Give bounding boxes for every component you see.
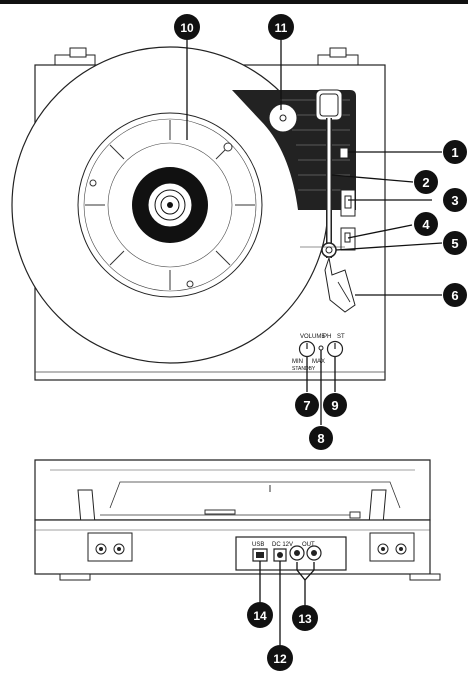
svg-text:13: 13 <box>298 612 312 626</box>
callout-8: 8 <box>309 426 333 450</box>
svg-text:10: 10 <box>180 21 194 35</box>
top-view: VOLUME PH ST MIN STANDBY MAX <box>11 46 386 381</box>
callout-9: 9 <box>323 393 347 417</box>
svg-text:2: 2 <box>422 175 429 190</box>
callout-12: 12 <box>267 645 293 671</box>
rear-view: USB DC 12V OUT <box>34 459 441 581</box>
usb-label: USB <box>252 542 264 548</box>
right-hinge-plate <box>369 532 415 562</box>
speed-ph-label: PH <box>323 334 331 340</box>
header-rule <box>0 0 468 4</box>
callouts: 1 2 3 4 5 6 7 8 9 10 11 12 13 14 <box>174 14 467 671</box>
callout-4: 4 <box>414 212 438 236</box>
svg-text:7: 7 <box>303 398 310 413</box>
svg-text:12: 12 <box>273 652 287 666</box>
dc-label: DC 12V <box>272 542 293 548</box>
svg-text:6: 6 <box>451 288 458 303</box>
strobe-marks <box>85 120 255 290</box>
speed-st-label: ST <box>337 334 345 340</box>
out-label: OUT <box>302 542 315 548</box>
svg-text:9: 9 <box>331 398 338 413</box>
power-indicator <box>318 345 324 351</box>
svg-text:11: 11 <box>275 21 288 35</box>
max-label: MAX <box>312 359 325 365</box>
left-hinge-plate <box>87 532 133 562</box>
callout-7: 7 <box>295 393 319 417</box>
svg-text:5: 5 <box>451 236 458 251</box>
svg-text:3: 3 <box>451 193 458 208</box>
standby-label: STANDBY <box>292 366 316 372</box>
spindle <box>167 202 173 208</box>
leader-lines <box>186 40 443 645</box>
callout-11: 11 <box>268 14 294 40</box>
svg-text:8: 8 <box>317 431 324 446</box>
volume-label: VOLUME <box>300 334 325 340</box>
left-hinge <box>54 47 96 66</box>
callout-3: 3 <box>443 188 467 212</box>
svg-text:4: 4 <box>422 217 430 232</box>
callout-13: 13 <box>292 605 318 631</box>
right-hinge <box>317 47 359 66</box>
rear-base <box>34 519 431 575</box>
svg-text:1: 1 <box>451 145 458 160</box>
svg-text:14: 14 <box>253 609 267 623</box>
callout-1: 1 <box>443 140 467 164</box>
callout-14: 14 <box>247 602 273 628</box>
callout-10: 10 <box>174 14 200 40</box>
callout-2: 2 <box>414 170 438 194</box>
callout-5: 5 <box>443 231 467 255</box>
callout-6: 6 <box>443 283 467 307</box>
min-label: MIN <box>292 359 303 365</box>
